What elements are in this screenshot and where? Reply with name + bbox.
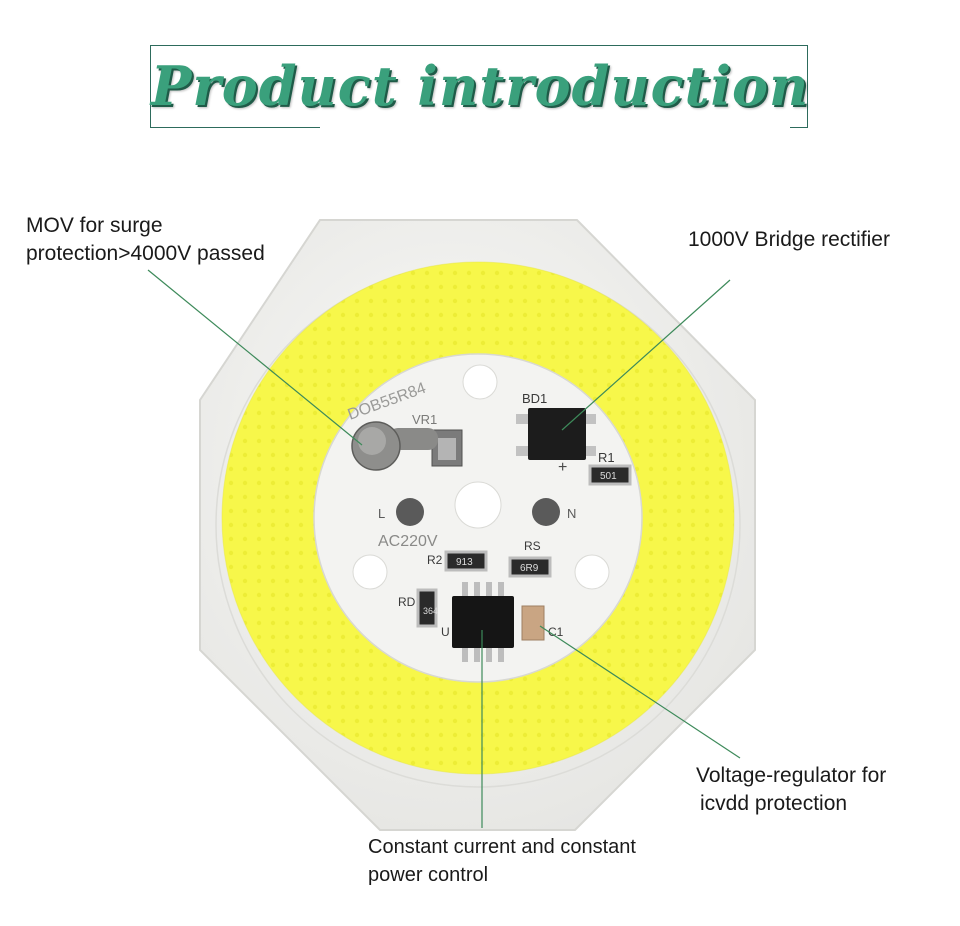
silk-c1: C1 <box>548 625 564 639</box>
mounting-hole-top <box>462 364 498 400</box>
silk-r1-code: 501 <box>600 471 617 482</box>
resistor-r2 <box>444 550 488 572</box>
callout-constant-line1: Constant current and constant <box>368 836 636 858</box>
callout-regulator: Voltage-regulator for icvdd protection <box>696 762 886 818</box>
mounting-hole-right <box>574 554 610 590</box>
callout-mov-line2: protection>4000V passed <box>26 242 265 265</box>
leader-bridge <box>561 279 731 431</box>
silk-bd1: BD1 <box>522 391 547 406</box>
silk-rd: RD <box>398 595 416 609</box>
title-frame-left <box>150 45 151 128</box>
capacitor-c1 <box>521 605 545 641</box>
resistor-rd <box>416 588 438 628</box>
callout-mov: MOV for surge protection>4000V passed <box>26 212 265 268</box>
silk-rs: RS <box>524 539 541 553</box>
silk-rs-code: 6R9 <box>520 563 539 574</box>
resistor-rs <box>508 556 552 578</box>
mounting-hole-left <box>352 554 388 590</box>
silk-r2: R2 <box>427 553 443 567</box>
silk-plus: + <box>558 459 567 476</box>
silk-r2-code: 913 <box>456 557 473 568</box>
silk-u: U <box>441 625 450 639</box>
led-phosphor-ring <box>222 262 734 774</box>
silk-ac: AC220V <box>378 533 438 550</box>
title-frame-bottom <box>150 127 320 128</box>
callout-mov-line1: MOV for surge <box>26 214 163 237</box>
callout-regulator-line2: icvdd protection <box>700 792 848 815</box>
silk-r1: R1 <box>598 450 615 465</box>
silk-rd-code: 364 <box>423 606 438 616</box>
callout-bridge-line1: 1000V Bridge rectifier <box>688 228 890 251</box>
silk-l: L <box>378 506 385 521</box>
center-hole <box>454 481 502 529</box>
leader-mov <box>147 269 363 446</box>
pad-l <box>396 498 424 526</box>
callout-bridge: 1000V Bridge rectifier <box>688 226 890 254</box>
callout-constant-line2: power control <box>368 864 489 886</box>
title-frame-right <box>807 45 808 128</box>
control-ic-chip <box>452 582 514 662</box>
callout-regulator-line1: Voltage-regulator for <box>696 764 887 787</box>
pad-n <box>532 498 560 526</box>
silk-n: N <box>567 506 576 521</box>
title-frame-bottom-right <box>790 127 808 128</box>
resistor-r1 <box>588 464 632 486</box>
callout-constant: Constant current and constant power cont… <box>368 833 636 889</box>
silk-vr1: VR1 <box>412 412 437 427</box>
leader-regulator <box>539 625 741 759</box>
page-title: Product introduction <box>150 54 810 118</box>
title-frame-top <box>150 45 808 46</box>
